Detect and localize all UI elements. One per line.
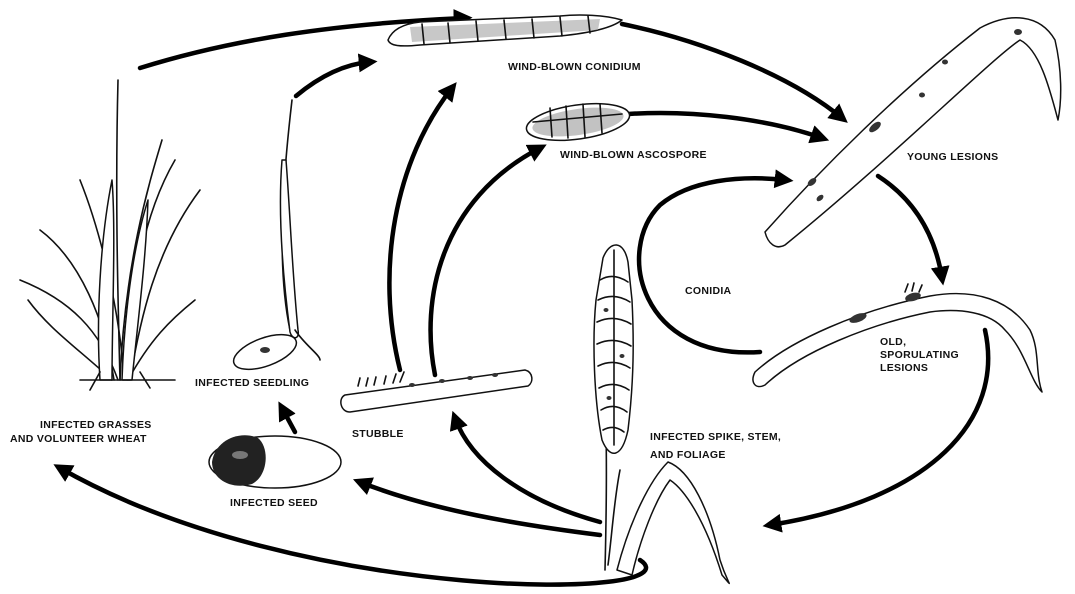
label-old-lesions-1: OLD, [880, 336, 906, 348]
arrow-seedling-to-conidium [296, 62, 370, 96]
labels: WIND-BLOWN CONIDIUM WIND-BLOWN ASCOSPORE… [10, 61, 998, 509]
arrow-young-to-old-lesions [878, 176, 942, 278]
arrow-stubble-to-conidium [389, 88, 452, 370]
label-infected-spike-2: AND FOLIAGE [650, 449, 726, 461]
infected-grasses-illustration [20, 80, 200, 390]
arrow-conidia-loop [639, 178, 786, 352]
cycle-arrows [60, 18, 988, 585]
label-young-lesions: YOUNG LESIONS [907, 151, 998, 163]
arrow-seed-to-seedling [282, 408, 295, 432]
label-infected-grasses-2: AND VOLUNTEER WHEAT [10, 433, 147, 445]
arrow-spike-to-stubble [455, 418, 600, 522]
arrow-spike-to-grasses [60, 468, 646, 585]
label-infected-grasses-1: INFECTED GRASSES [40, 419, 152, 431]
label-infected-spike-1: INFECTED SPIKE, STEM, [650, 431, 781, 443]
arrow-ascospore-to-young-lesions [628, 113, 822, 138]
arrow-stubble-to-ascospore [431, 148, 540, 375]
label-infected-seedling: INFECTED SEEDLING [195, 377, 309, 389]
label-old-lesions-2: SPORULATING [880, 349, 959, 361]
ascospore-illustration [524, 98, 632, 146]
label-wind-blown-ascospore: WIND-BLOWN ASCOSPORE [560, 149, 707, 161]
infected-seedling-illustration [229, 100, 320, 376]
label-infected-seed: INFECTED SEED [230, 497, 318, 509]
label-stubble: STUBBLE [352, 428, 404, 440]
infected-seed-illustration [209, 435, 341, 488]
arrow-conidium-to-young-lesions [622, 24, 842, 118]
label-old-lesions-3: LESIONS [880, 362, 928, 374]
label-wind-blown-conidium: WIND-BLOWN CONIDIUM [508, 61, 641, 73]
label-conidia: CONIDIA [685, 285, 732, 297]
